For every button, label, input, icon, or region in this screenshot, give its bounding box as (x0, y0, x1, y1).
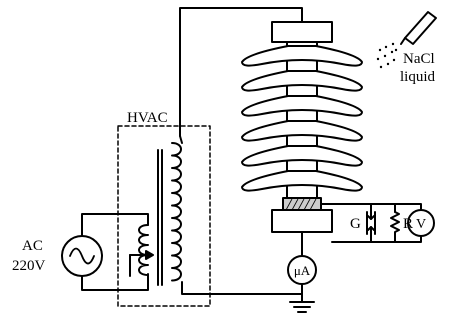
network-wire-bottom (331, 235, 422, 243)
microammeter-label: μA (294, 263, 311, 278)
secondary-lead-top (179, 135, 183, 144)
insulator-shed (241, 45, 363, 67)
network-wire-top (320, 203, 422, 211)
ac-sine-icon (69, 247, 95, 265)
liquid-label: liquid (400, 69, 436, 85)
spray-droplets (376, 42, 398, 69)
hv-lead-wire (179, 7, 303, 137)
primary-lead-bottom (81, 273, 149, 291)
voltmeter-label: V (416, 217, 426, 232)
ac-label: AC (22, 238, 43, 254)
return-wire (181, 281, 303, 295)
hvac-label: HVAC (127, 110, 168, 126)
insulator-shed (241, 95, 363, 117)
primary-lead-top (81, 213, 149, 237)
insulator-shed (241, 170, 363, 192)
insulator-shed (241, 120, 363, 142)
insulator-shed (241, 70, 363, 92)
g-label: G (350, 216, 361, 232)
insulator-sheds (241, 45, 363, 192)
nacl-label: NaCl (403, 51, 435, 67)
insulator-top-cap (271, 21, 333, 43)
ground-symbol (289, 293, 315, 313)
spray-nozzle-icon (400, 11, 437, 45)
ac-voltage-label: 220V (12, 258, 46, 274)
insulator-shed (241, 145, 363, 167)
insulator-base (271, 209, 333, 233)
voltmeter-symbol (407, 209, 435, 237)
flange-hatching (285, 198, 317, 211)
hvac-enclosure (117, 125, 211, 307)
resistor-symbol (390, 211, 400, 243)
r-label: R (403, 216, 413, 232)
primary-coil (138, 224, 149, 276)
variac-tap-arrowhead (145, 250, 154, 260)
secondary-coil (171, 142, 182, 282)
gas-discharge-tube-symbol (366, 211, 376, 235)
